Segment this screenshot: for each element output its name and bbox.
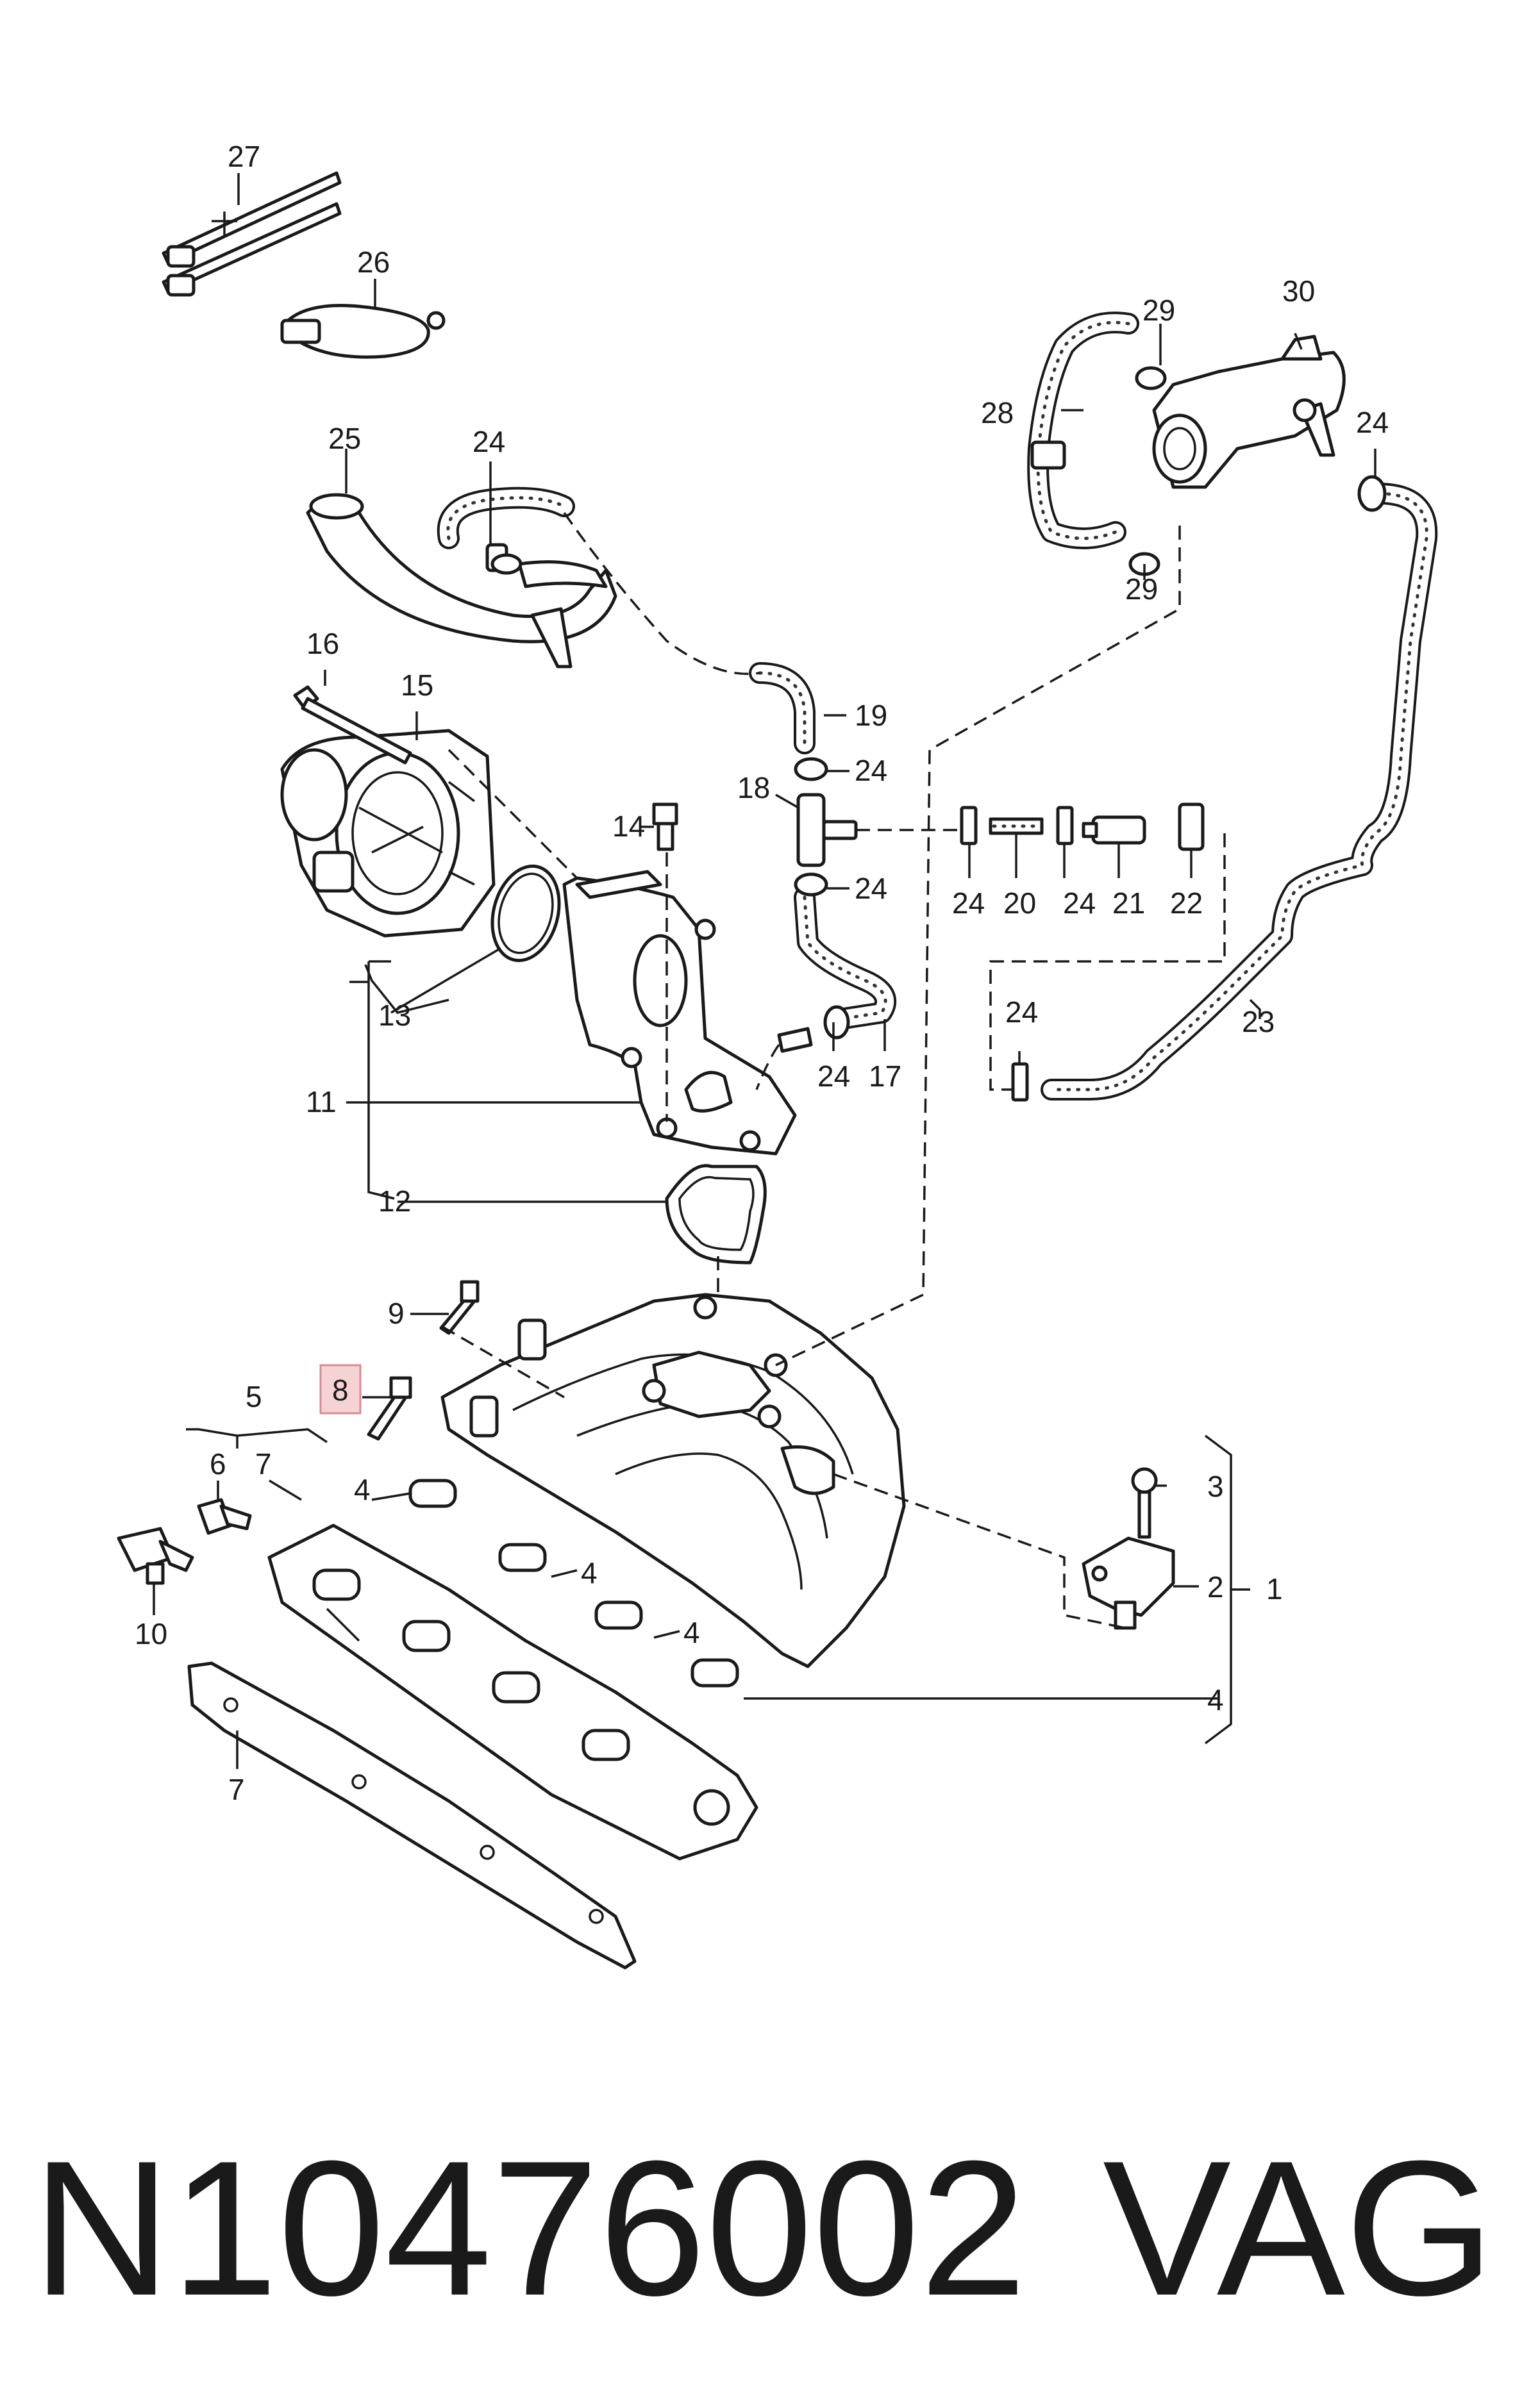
callout-19: 19 bbox=[855, 699, 887, 732]
callout-17: 17 bbox=[869, 1059, 901, 1093]
bolt-8 bbox=[367, 1376, 412, 1441]
intake-manifold bbox=[440, 1293, 906, 1668]
o-ring-13 bbox=[490, 864, 561, 963]
bolt-3 bbox=[1131, 1467, 1158, 1539]
hose-28 bbox=[1027, 311, 1139, 549]
hose-19 bbox=[749, 662, 816, 754]
gasket-12 bbox=[665, 1164, 767, 1265]
callout-2: 2 bbox=[1207, 1570, 1224, 1604]
throttle-body bbox=[280, 729, 496, 938]
callout-24d: 24 bbox=[817, 1059, 850, 1093]
bolt-16 bbox=[293, 685, 412, 765]
hose-17 bbox=[777, 886, 897, 1053]
runner-flange bbox=[267, 1524, 758, 1861]
callout-7a: 7 bbox=[255, 1447, 272, 1481]
callout-26: 26 bbox=[357, 245, 390, 279]
leader-lines bbox=[153, 173, 1376, 1769]
callout-12: 12 bbox=[378, 1184, 411, 1218]
callout-16: 16 bbox=[306, 627, 339, 660]
callout-29b: 29 bbox=[1125, 572, 1158, 606]
callout-4c: 4 bbox=[683, 1616, 700, 1649]
callout-3: 3 bbox=[1207, 1470, 1224, 1503]
sender-6 bbox=[197, 1498, 252, 1535]
callout-24b: 24 bbox=[855, 754, 887, 787]
callout-25: 25 bbox=[328, 422, 361, 455]
part-number: N10476002 bbox=[32, 2120, 1026, 2336]
callout-13: 13 bbox=[378, 999, 411, 1032]
callout-24a: 24 bbox=[473, 425, 505, 458]
callout-24g: 24 bbox=[1005, 995, 1038, 1029]
callout-labels: 1 2 3 4 4 4 4 5 6 7 7 8 9 10 11 12 13 14… bbox=[135, 140, 1389, 1806]
callout-30: 30 bbox=[1282, 274, 1315, 308]
callout-10: 10 bbox=[135, 1617, 167, 1650]
callout-11: 11 bbox=[306, 1085, 337, 1118]
callout-5: 5 bbox=[246, 1380, 262, 1413]
intake-housing-11 bbox=[562, 870, 797, 1156]
callout-4b: 4 bbox=[581, 1556, 598, 1590]
sensor-10 bbox=[117, 1527, 194, 1585]
hose-clamp bbox=[280, 304, 446, 359]
callout-4d: 4 bbox=[1207, 1683, 1224, 1716]
brand: VAG bbox=[1103, 2120, 1494, 2336]
callout-7b: 7 bbox=[228, 1773, 245, 1806]
valve-assembly bbox=[960, 802, 1205, 1102]
callout-22: 22 bbox=[1170, 886, 1203, 920]
callout-18: 18 bbox=[737, 771, 770, 804]
callout-24c: 24 bbox=[855, 872, 887, 905]
runner-gasket bbox=[187, 1661, 637, 1970]
intake-elbow bbox=[306, 493, 617, 668]
bolt-9 bbox=[439, 1280, 480, 1335]
callout-1: 1 bbox=[1266, 1572, 1283, 1606]
highlight-box bbox=[319, 1364, 362, 1415]
callout-21: 21 bbox=[1112, 886, 1145, 920]
callout-8: 8 bbox=[332, 1374, 349, 1407]
callout-24e: 24 bbox=[952, 886, 985, 920]
callout-28: 28 bbox=[981, 396, 1014, 429]
regulator-valve bbox=[1152, 335, 1346, 489]
callout-23: 23 bbox=[1242, 1005, 1275, 1038]
callout-27: 27 bbox=[228, 140, 260, 173]
callout-24f: 24 bbox=[1063, 886, 1096, 920]
cable-ties bbox=[162, 171, 342, 297]
callout-15: 15 bbox=[401, 668, 433, 702]
callout-6: 6 bbox=[210, 1447, 226, 1481]
bolt-14 bbox=[652, 802, 678, 851]
hose-23 bbox=[1041, 483, 1438, 1100]
callout-14: 14 bbox=[612, 810, 645, 843]
sensor-2 bbox=[1082, 1536, 1175, 1630]
t-connector bbox=[796, 793, 858, 867]
callout-20: 20 bbox=[1003, 886, 1036, 920]
callout-9: 9 bbox=[388, 1297, 405, 1330]
callout-4a: 4 bbox=[354, 1473, 371, 1506]
callout-29a: 29 bbox=[1142, 294, 1175, 327]
callout-24h: 24 bbox=[1356, 406, 1389, 439]
